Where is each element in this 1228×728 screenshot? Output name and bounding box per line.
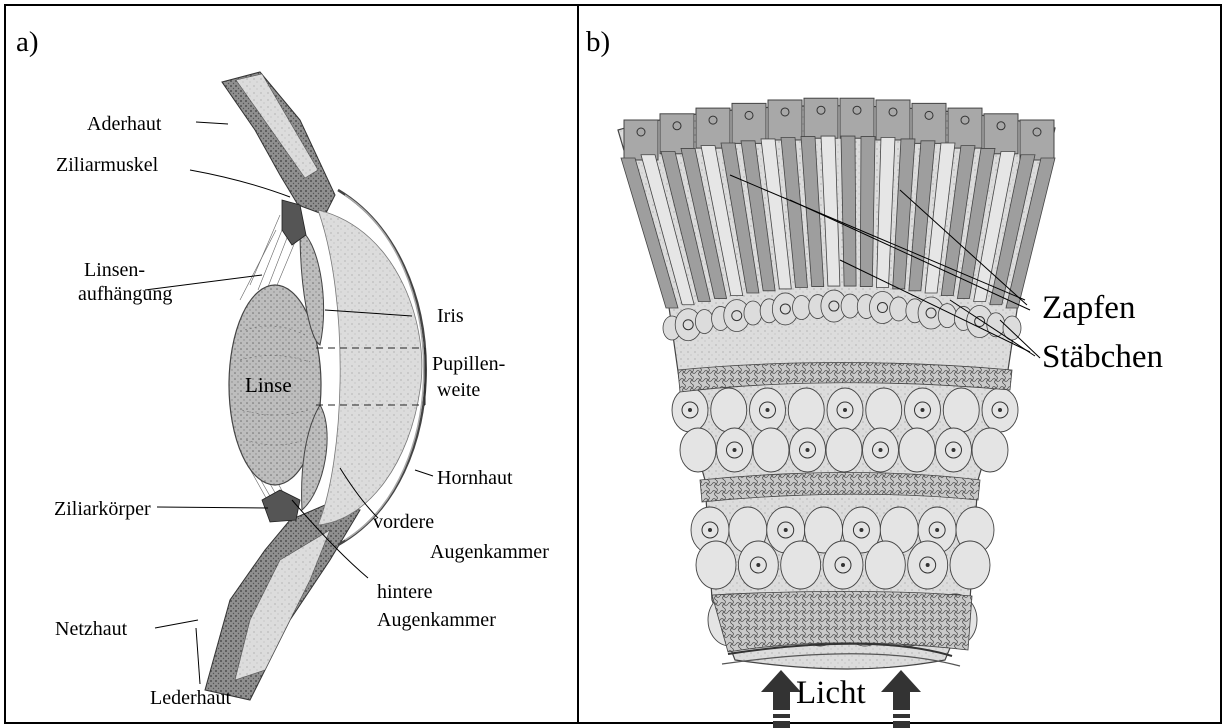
label-hornhaut: Hornhaut <box>437 467 513 489</box>
upper-eye-wall <box>222 72 335 215</box>
ciliary-body-lower <box>262 490 300 522</box>
label-staebchen: Stäbchen <box>1042 339 1163 375</box>
label-licht: Licht <box>796 675 866 711</box>
label-linsen-2: aufhängung <box>78 283 172 305</box>
label-iris: Iris <box>437 305 464 327</box>
retina-diagram <box>618 98 1055 728</box>
label-hintere-1: hintere <box>377 581 433 603</box>
label-ziliarkoerper: Ziliarkörper <box>54 498 151 520</box>
label-lederhaut: Lederhaut <box>150 687 232 709</box>
label-vordere-1: vordere <box>373 511 434 533</box>
label-vordere-2: Augenkammer <box>430 541 549 563</box>
light-arrow-left <box>761 670 801 728</box>
label-aderhaut: Aderhaut <box>87 113 162 135</box>
label-ziliarmuskel: Ziliarmuskel <box>56 154 159 176</box>
light-arrow-right <box>881 670 921 728</box>
label-pupillen-1: Pupillen- <box>432 353 505 375</box>
label-zapfen: Zapfen <box>1042 290 1135 326</box>
label-pupillen-2: weite <box>437 379 480 401</box>
anterior-chamber <box>318 210 422 525</box>
label-linse: Linse <box>245 373 292 397</box>
label-hintere-2: Augenkammer <box>377 609 496 631</box>
label-netzhaut: Netzhaut <box>55 618 128 640</box>
label-linsen-1: Linsen- <box>84 259 145 281</box>
